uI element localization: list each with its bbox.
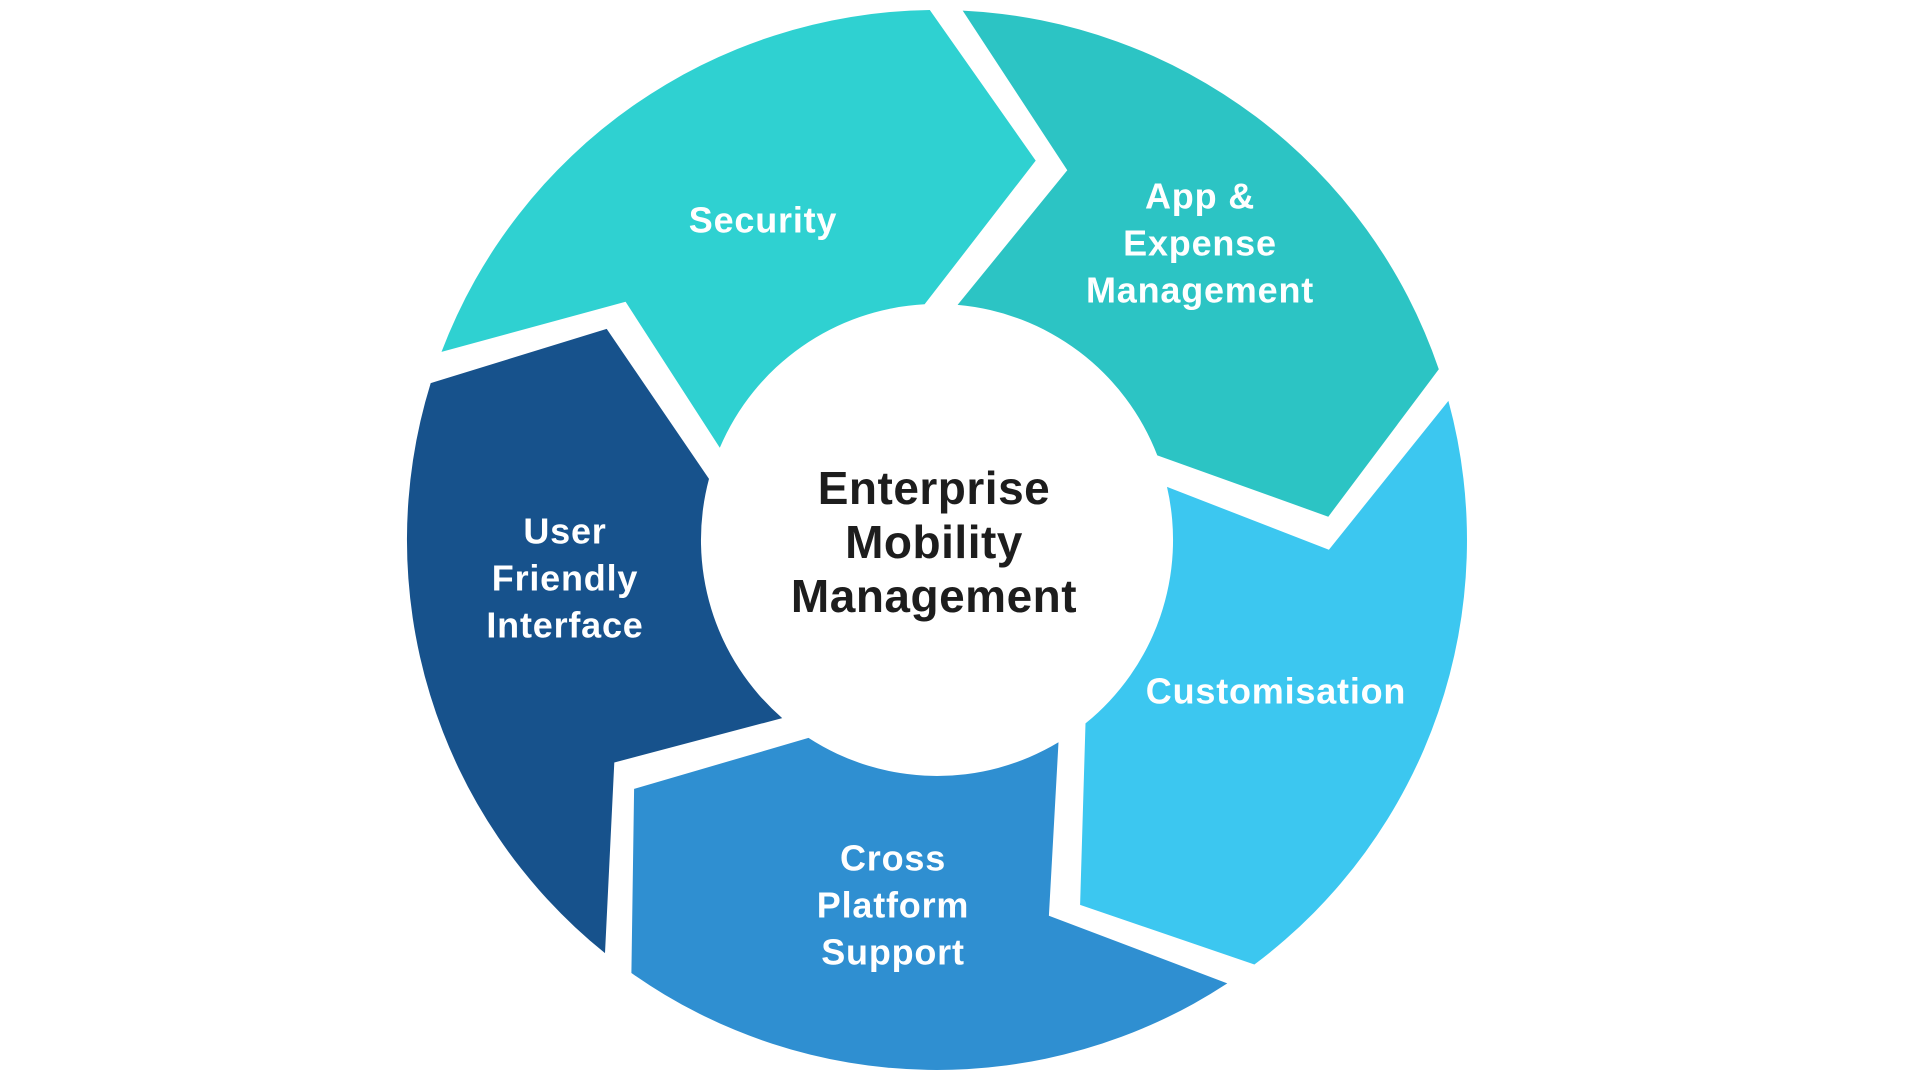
segment-user-friendly-interface (406, 328, 783, 954)
segment-app-expense-management (957, 10, 1439, 517)
segment-customisation (1080, 400, 1467, 965)
segment-cross-platform-support (631, 737, 1228, 1070)
segment-security (441, 10, 1036, 448)
